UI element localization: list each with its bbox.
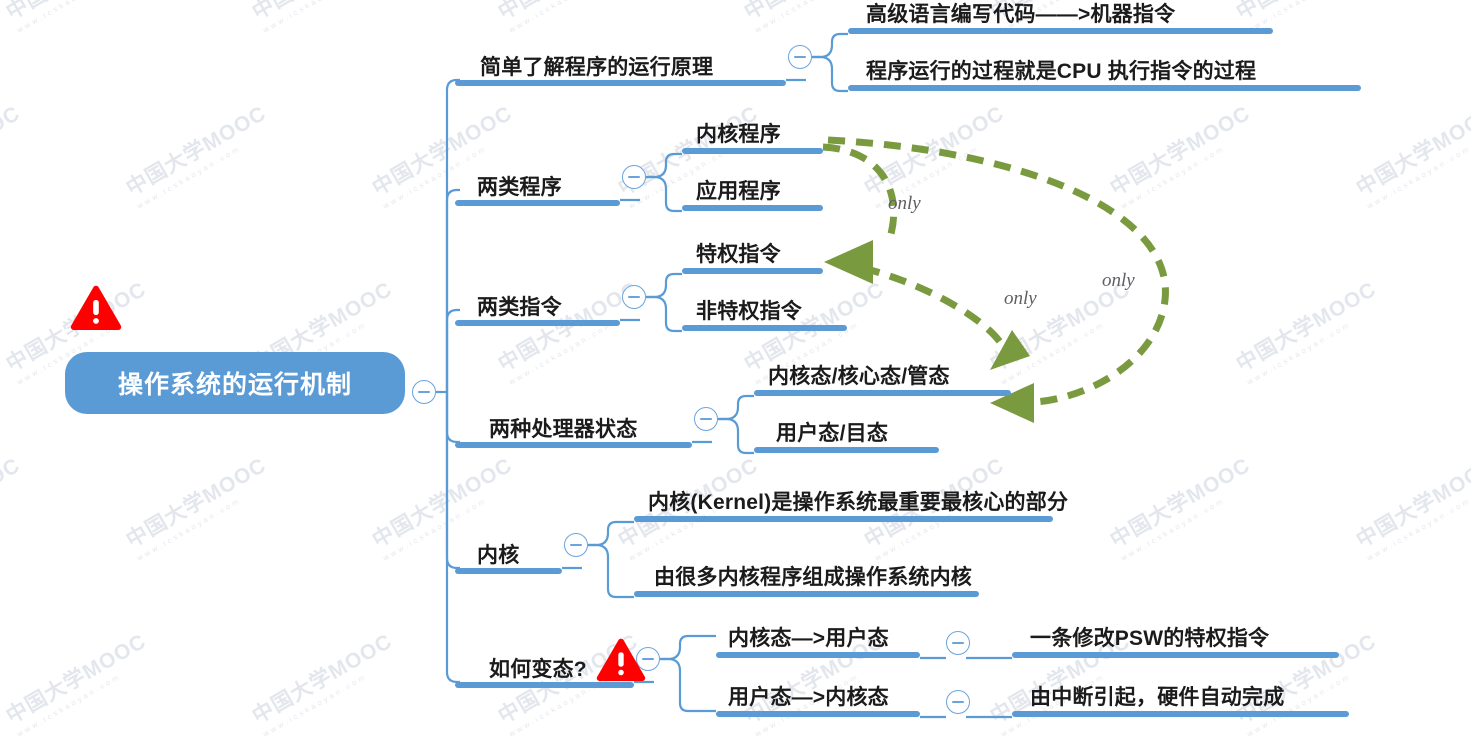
leaf-toggle-b6-1[interactable] xyxy=(946,690,970,714)
leaf-bar-b6-0 xyxy=(716,652,920,658)
branch-toggle-b5[interactable] xyxy=(564,533,588,557)
leaf-label-b4-1: 用户态/目态 xyxy=(776,422,889,445)
leaf-node-b6-0[interactable]: 内核态—>用户态 xyxy=(716,624,920,658)
branch-toggle-b6[interactable] xyxy=(636,647,660,671)
relation-label-r2: only xyxy=(1004,288,1037,309)
leaf-bar-b5-1 xyxy=(634,591,979,597)
leaf-label-b4-0: 内核态/核心态/管态 xyxy=(768,365,950,388)
leaf-label-b5-0: 内核(Kernel)是操作系统最重要最核心的部分 xyxy=(648,491,1069,514)
leaf-bar-b6-0-0 xyxy=(1012,652,1339,658)
leaf-node-b2-1[interactable]: 应用程序 xyxy=(682,177,823,211)
warning-icon-root xyxy=(68,283,124,333)
branch-node-b1[interactable]: 简单了解程序的运行原理 xyxy=(455,38,786,86)
branch-label-b3: 两类指令 xyxy=(477,296,562,319)
leaf-node-b4-1[interactable]: 用户态/目态 xyxy=(754,419,939,453)
leaf-node-b1-0[interactable]: 高级语言编写代码——>机器指令 xyxy=(848,0,1273,34)
leaf-label-b3-1: 非特权指令 xyxy=(696,300,802,323)
branch-node-b5[interactable]: 内核 xyxy=(455,526,562,574)
branch-label-b2: 两类程序 xyxy=(477,176,562,199)
warning-icon-b6 xyxy=(594,636,648,684)
leaf-bar-b2-0 xyxy=(682,148,823,154)
branch-bar-b2 xyxy=(455,200,620,206)
leaf-bar-b5-0 xyxy=(634,516,1053,522)
branch-label-b1: 简单了解程序的运行原理 xyxy=(480,56,714,79)
branch-bar-b6 xyxy=(455,682,634,688)
branch-node-b2[interactable]: 两类程序 xyxy=(455,158,620,206)
branch-bar-b3 xyxy=(455,320,620,326)
leaf-bar-b4-1 xyxy=(754,447,939,453)
leaf-node-b6-0-0[interactable]: 一条修改PSW的特权指令 xyxy=(1012,624,1339,658)
leaf-bar-b1-1 xyxy=(848,85,1361,91)
branch-bar-b1 xyxy=(455,80,786,86)
leaf-node-b6-1[interactable]: 用户态—>内核态 xyxy=(716,683,920,717)
relation-label-r1: only xyxy=(888,193,921,214)
leaf-bar-b6-1-0 xyxy=(1012,711,1349,717)
leaf-bar-b4-0 xyxy=(754,390,1011,396)
leaf-node-b4-0[interactable]: 内核态/核心态/管态 xyxy=(754,362,1011,396)
branch-node-b6[interactable]: 如何变态? xyxy=(455,640,634,688)
leaf-bar-b6-1 xyxy=(716,711,920,717)
leaf-label-b6-1: 用户态—>内核态 xyxy=(728,686,889,709)
leaf-label-b1-0: 高级语言编写代码——>机器指令 xyxy=(866,3,1176,26)
root-node[interactable]: 操作系统的运行机制 xyxy=(65,352,405,414)
leaf-bar-b2-1 xyxy=(682,205,823,211)
leaf-node-b2-0[interactable]: 内核程序 xyxy=(682,120,823,154)
branch-bar-b5 xyxy=(455,568,562,574)
branch-toggle-b4[interactable] xyxy=(694,407,718,431)
leaf-node-b3-0[interactable]: 特权指令 xyxy=(682,240,823,274)
leaf-label-b3-0: 特权指令 xyxy=(696,243,781,266)
branch-label-b6: 如何变态? xyxy=(489,658,587,681)
branch-toggle-b3[interactable] xyxy=(622,285,646,309)
leaf-bar-b3-1 xyxy=(682,325,847,331)
branch-label-b5: 内核 xyxy=(477,544,520,567)
leaf-label-b2-1: 应用程序 xyxy=(696,180,781,203)
branch-toggle-b1[interactable] xyxy=(788,45,812,69)
leaf-label-b6-0-0: 一条修改PSW的特权指令 xyxy=(1030,627,1270,650)
root-node-label: 操作系统的运行机制 xyxy=(65,352,405,414)
leaf-label-b6-0: 内核态—>用户态 xyxy=(728,627,889,650)
leaf-node-b5-0[interactable]: 内核(Kernel)是操作系统最重要最核心的部分 xyxy=(634,488,1068,522)
leaf-toggle-b6-0[interactable] xyxy=(946,631,970,655)
leaf-node-b5-1[interactable]: 由很多内核程序组成操作系统内核 xyxy=(634,563,979,597)
leaf-label-b5-1: 由很多内核程序组成操作系统内核 xyxy=(654,566,972,589)
leaf-label-b6-1-0: 由中断引起，硬件自动完成 xyxy=(1030,686,1285,709)
branch-node-b3[interactable]: 两类指令 xyxy=(455,278,620,326)
leaf-label-b2-0: 内核程序 xyxy=(696,123,781,146)
branch-label-b4: 两种处理器状态 xyxy=(489,418,638,441)
leaf-node-b1-1[interactable]: 程序运行的过程就是CPU 执行指令的过程 xyxy=(848,57,1361,91)
branch-bar-b4 xyxy=(455,442,692,448)
branch-toggle-b2[interactable] xyxy=(622,165,646,189)
root-collapse-toggle[interactable] xyxy=(412,380,436,404)
leaf-node-b3-1[interactable]: 非特权指令 xyxy=(682,297,847,331)
leaf-bar-b1-0 xyxy=(848,28,1273,34)
leaf-bar-b3-0 xyxy=(682,268,823,274)
branch-node-b4[interactable]: 两种处理器状态 xyxy=(455,400,692,448)
relation-label-r3: only xyxy=(1102,270,1135,291)
leaf-node-b6-1-0[interactable]: 由中断引起，硬件自动完成 xyxy=(1012,683,1349,717)
leaf-label-b1-1: 程序运行的过程就是CPU 执行指令的过程 xyxy=(866,60,1257,83)
